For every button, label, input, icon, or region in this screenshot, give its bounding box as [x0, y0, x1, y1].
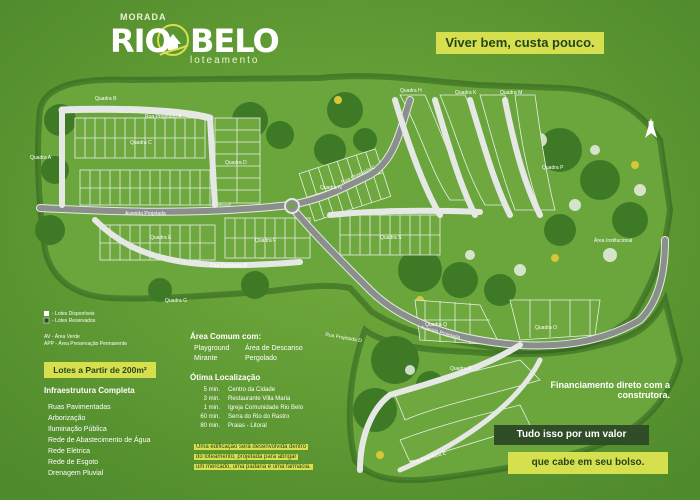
area-comum-title: Área Comum com: [190, 332, 262, 341]
note-line: do loteamento, projetada para abrigar [194, 454, 299, 460]
quadra-label-g: Quadra G [165, 298, 187, 304]
area-comum-item: Pergolado [245, 355, 277, 362]
quadra-label-d: Quadra D [225, 160, 247, 166]
location-place: Centro da Cidade [228, 387, 276, 393]
street-label-rua-b: Rua Projetada B [210, 263, 247, 269]
note-line: Uma edificação será desenvolvida dentro [194, 444, 309, 450]
legend-reserved-swatch [43, 317, 50, 324]
location-time: 1 min. [203, 405, 220, 411]
localizacao-title: Ótima Localização [190, 373, 261, 382]
roads [36, 96, 669, 473]
logo-emblem [157, 24, 189, 56]
quadra-label-c: Quadra C [130, 140, 152, 146]
logo-belo: BELO [190, 22, 280, 60]
infra-item: Ruas Pavimentadas [48, 404, 111, 411]
lot-blocks [74, 94, 601, 463]
legend-app: APP - Área Preservação Permanente [44, 341, 128, 347]
infraestrutura-title: Infraestrutura Completa [44, 386, 135, 395]
location-time: 5 min. [203, 387, 220, 393]
street-label-avenida: Avenida Projetada [125, 211, 166, 217]
location-row: 60 min. Serra do Rio do Rastro [190, 414, 289, 420]
location-place: Igreja Comunidade Rio Belo [228, 405, 304, 411]
legend-reserved: - Lotes Reservados [52, 318, 96, 324]
location-time: 80 min. [200, 423, 220, 429]
location-place: Restaurante Villa Maria [228, 396, 291, 402]
logo-rio: RIO [110, 22, 172, 60]
flowering-trees [405, 133, 646, 375]
infra-item: Rede Elétrica [48, 448, 91, 455]
location-row: 3 min. Restaurante Villa Maria [190, 396, 291, 402]
location-place: Praias - Litoral [228, 423, 267, 429]
quadra-label-h: Quadra H [400, 88, 422, 94]
note-line: um mercado, uma padaria e uma farmácia. [194, 464, 313, 470]
street-label-rua-a: Rua Projetada A [145, 114, 182, 120]
quadra-label-k: Quadra K [455, 90, 477, 96]
infra-item: Rede de Abastecimento de Água [48, 437, 151, 444]
quadra-label-a: Quadra A [30, 155, 52, 161]
quadra-label-e: Quadra E [150, 235, 172, 241]
legend-available: - Lotes Disponíveis [52, 311, 95, 317]
infra-item: Rede de Esgoto [48, 459, 99, 466]
quadra-label-f: Quadra F [255, 238, 277, 244]
cta-line-2: que cabe em seu bolso. [508, 452, 668, 474]
tagline-banner: Viver bem, custa pouco. [436, 32, 604, 54]
quadra-label-n: Quadra N [320, 185, 342, 191]
area-comum-item: Mirante [194, 355, 218, 362]
infra-item: Drenagem Pluvial [48, 470, 104, 477]
location-row: 80 min. Praias - Litoral [190, 423, 267, 429]
infra-item: Iluminação Pública [48, 426, 107, 433]
roundabout-center [289, 203, 295, 209]
legend-av: AV - Área Verde [44, 334, 80, 340]
location-place: Serra do Rio do Rastro [228, 414, 290, 420]
area-comum-item: Playground [194, 345, 230, 352]
location-time: 3 min. [203, 396, 220, 402]
quadra-label-q: Quadra Q [425, 322, 447, 328]
north-arrow-icon [645, 118, 657, 138]
location-time: 60 min. [200, 414, 220, 420]
legend-available-swatch [44, 311, 49, 316]
quadra-label-o: Quadra O [535, 325, 557, 331]
quadra-label-s: Quadra S [380, 235, 402, 241]
quadra-label-b: Quadra B [95, 96, 117, 102]
infra-item: Arborização [48, 415, 86, 422]
logo-sub-text: loteamento [190, 55, 260, 66]
area-comum-item: Área de Descanso [245, 345, 303, 352]
lotes-size-banner: Lotes a Partir de 200m² [44, 362, 156, 378]
quadra-label-r: Quadra R [450, 366, 472, 372]
logo-top-text: MORADA [120, 12, 167, 22]
cta-line-1: Tudo isso por um valor [494, 425, 649, 445]
financiamento-text: Financiamento direto com a construtora. [550, 380, 670, 400]
area-institucional-label: Área Institucional [594, 238, 633, 244]
quadra-label-p: Quadra P [542, 165, 564, 171]
north-label: N [648, 120, 654, 129]
location-row: 1 min. Igreja Comunidade Rio Belo [190, 405, 303, 411]
location-row: 5 min. Centro da Cidade [190, 387, 275, 393]
quadra-label-m: Quadra M [500, 90, 523, 96]
